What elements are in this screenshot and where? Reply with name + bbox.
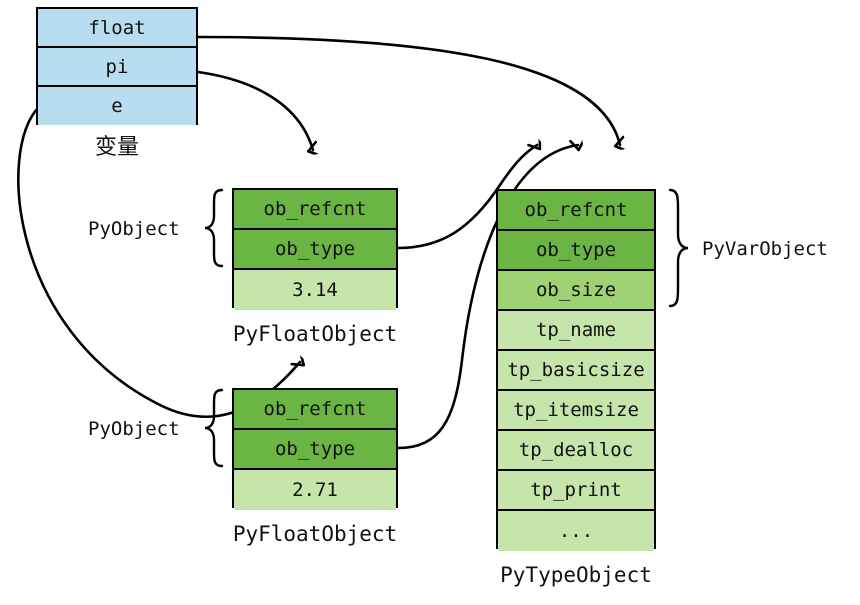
pytypeobject-field-ob-refcnt[interactable]: ob_refcnt	[498, 191, 654, 231]
variables-caption: 变量	[94, 135, 139, 160]
pytypeobject-field-tp-print[interactable]: tp_print	[498, 471, 654, 511]
pyfloatobject-1-brace-label: PyObject	[88, 218, 180, 240]
brace-pyvarobject	[668, 188, 689, 308]
pyfloatobject-1-field-ob-type[interactable]: ob_type	[234, 230, 396, 270]
variable-row-float[interactable]: float	[38, 9, 196, 48]
pytypeobject-field-tp-basicsize[interactable]: tp_basicsize	[498, 351, 654, 391]
pyfloatobject-2-brace-label: PyObject	[88, 418, 180, 440]
pyfloatobject-1-field-ob-refcnt[interactable]: ob_refcnt	[234, 190, 396, 230]
pyfloatobject-1-field-value[interactable]: 3.14	[234, 270, 396, 310]
pytypeobject-field-tp-dealloc[interactable]: tp_dealloc	[498, 431, 654, 471]
pyfloatobject-2: ob_refcnt ob_type 2.71	[232, 388, 398, 510]
variable-row-pi[interactable]: pi	[38, 48, 196, 87]
variables-table: float pi e	[36, 7, 198, 125]
brace-pyobject-1	[204, 188, 224, 268]
brace-pyobject-2	[204, 388, 224, 468]
pyfloatobject-2-field-ob-refcnt[interactable]: ob_refcnt	[234, 390, 396, 430]
pyfloatobject-2-caption: PyFloatObject	[232, 522, 398, 546]
pytypeobject-field-ob-size[interactable]: ob_size	[498, 271, 654, 311]
pyfloatobject-2-field-ob-type[interactable]: ob_type	[234, 430, 396, 470]
pytypeobject-field-ob-type[interactable]: ob_type	[498, 231, 654, 271]
pytypeobject-field-tp-itemsize[interactable]: tp_itemsize	[498, 391, 654, 431]
pytypeobject-brace-label: PyVarObject	[702, 238, 828, 260]
pytypeobject-field-ellipsis[interactable]: ...	[498, 511, 654, 551]
pyfloatobject-1: ob_refcnt ob_type 3.14	[232, 188, 398, 310]
pyfloatobject-1-caption: PyFloatObject	[232, 322, 398, 346]
arrow-float-to-pytypeobject	[196, 35, 620, 145]
variable-row-e[interactable]: e	[38, 87, 196, 125]
pyfloatobject-2-field-value[interactable]: 2.71	[234, 470, 396, 510]
arrow-pi-to-pyfloatobject-1	[196, 70, 313, 150]
pytypeobject-field-tp-name[interactable]: tp_name	[498, 311, 654, 351]
pytypeobject-caption: PyTypeObject	[500, 563, 652, 587]
pytypeobject: ob_refcnt ob_type ob_size tp_name tp_bas…	[496, 189, 656, 551]
